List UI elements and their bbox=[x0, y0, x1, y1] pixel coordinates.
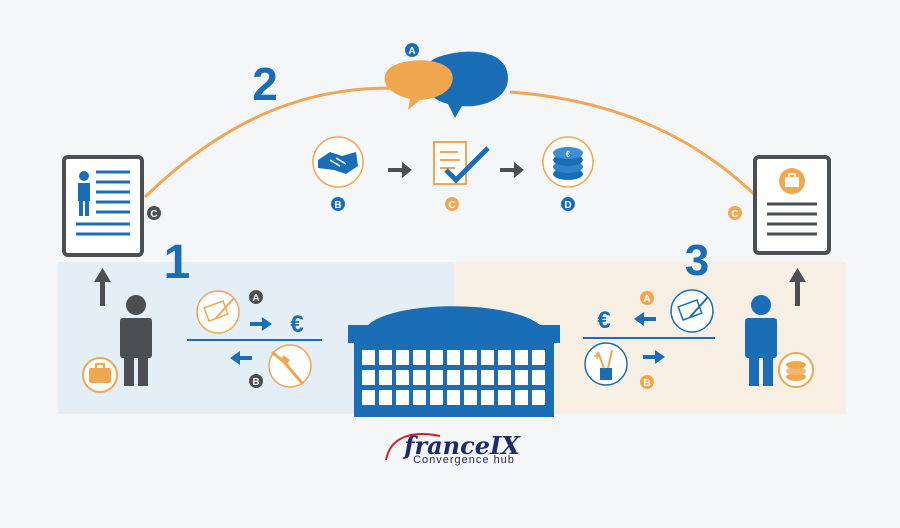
building-window bbox=[447, 350, 460, 365]
building-window bbox=[498, 370, 511, 385]
building-window bbox=[515, 350, 528, 365]
building-window bbox=[430, 370, 443, 385]
building-window bbox=[481, 350, 494, 365]
arrow-right-icon bbox=[250, 317, 272, 331]
contract-sign-icon bbox=[670, 289, 714, 333]
letter-badge bbox=[640, 291, 654, 305]
letter-badge bbox=[561, 197, 575, 211]
letter-badge bbox=[405, 43, 419, 57]
up-arrow-icon bbox=[94, 268, 111, 306]
building-window bbox=[430, 390, 443, 405]
arrow-icon bbox=[500, 162, 524, 178]
building-window bbox=[498, 350, 511, 365]
person-icon bbox=[745, 295, 777, 386]
arrow-icon bbox=[388, 162, 412, 178]
building-window bbox=[481, 370, 494, 385]
coins-icon bbox=[778, 352, 814, 388]
building-window bbox=[532, 370, 545, 385]
building-window bbox=[379, 390, 392, 405]
letter-badge-label: A bbox=[643, 294, 650, 305]
letter-badge bbox=[147, 206, 161, 220]
building-window bbox=[379, 370, 392, 385]
building-window bbox=[413, 390, 426, 405]
logo-tagline: Convergence hub bbox=[413, 454, 515, 466]
building-window bbox=[362, 390, 375, 405]
letter-badge-label: D bbox=[564, 200, 571, 211]
building-window bbox=[413, 350, 426, 365]
francix-logo: franceIX Convergence hub bbox=[385, 431, 521, 466]
step-number-1: 1 bbox=[164, 236, 191, 289]
contract-sign-icon bbox=[196, 290, 240, 334]
letter-badge-label: B bbox=[334, 200, 341, 211]
letter-badge bbox=[728, 206, 742, 220]
building-window bbox=[481, 390, 494, 405]
building-window bbox=[362, 370, 375, 385]
building-window bbox=[464, 390, 477, 405]
letter-badge-label: C bbox=[150, 209, 157, 220]
building-window bbox=[362, 350, 375, 365]
step-number-2: 2 bbox=[252, 58, 278, 110]
building-window bbox=[413, 370, 426, 385]
dish-icon bbox=[584, 342, 628, 386]
arrow-right-icon bbox=[643, 350, 665, 364]
building-window bbox=[515, 370, 528, 385]
letter-badge bbox=[331, 197, 345, 211]
letter-badge-label: B bbox=[643, 378, 650, 389]
letter-badge bbox=[249, 374, 263, 388]
building-window bbox=[464, 350, 477, 365]
person-icon bbox=[120, 295, 152, 386]
letter-badge bbox=[640, 375, 654, 389]
cable-icon bbox=[268, 344, 312, 388]
letter-badge-label: C bbox=[731, 209, 738, 220]
building-window bbox=[396, 350, 409, 365]
building-window bbox=[447, 390, 460, 405]
logo-brand: franceIX bbox=[402, 431, 521, 460]
user-profile-document-icon bbox=[62, 155, 144, 257]
currency-symbol: € bbox=[597, 307, 610, 334]
letter-badge bbox=[445, 197, 459, 211]
building-window bbox=[464, 370, 477, 385]
company-document-icon bbox=[753, 155, 831, 255]
up-arrow-icon bbox=[789, 268, 806, 306]
handshake-icon bbox=[312, 136, 364, 188]
contract-check-icon bbox=[433, 141, 490, 185]
letter-badge-label: A bbox=[408, 46, 415, 57]
building-window bbox=[447, 370, 460, 385]
building-window bbox=[532, 390, 545, 405]
datacenter-building-icon bbox=[348, 306, 560, 417]
speech-bubbles-icon bbox=[384, 51, 508, 118]
letter-badge bbox=[249, 290, 263, 304]
arrow-left-icon bbox=[634, 312, 656, 326]
letter-badge-label: C bbox=[448, 200, 455, 211]
coin-currency: € bbox=[566, 150, 571, 159]
building-window bbox=[498, 390, 511, 405]
building-window bbox=[379, 350, 392, 365]
coins-icon bbox=[542, 136, 594, 188]
building-window bbox=[396, 370, 409, 385]
building-window bbox=[532, 350, 545, 365]
building-window bbox=[396, 390, 409, 405]
letter-badge-label: B bbox=[252, 377, 259, 388]
building-window bbox=[515, 390, 528, 405]
arrow-left-icon bbox=[230, 351, 252, 365]
briefcase-icon bbox=[82, 357, 118, 393]
currency-symbol: € bbox=[290, 311, 303, 338]
connection-arc bbox=[143, 86, 762, 202]
building-window bbox=[430, 350, 443, 365]
letter-badge-label: A bbox=[252, 293, 259, 304]
step-number-3: 3 bbox=[685, 236, 709, 285]
